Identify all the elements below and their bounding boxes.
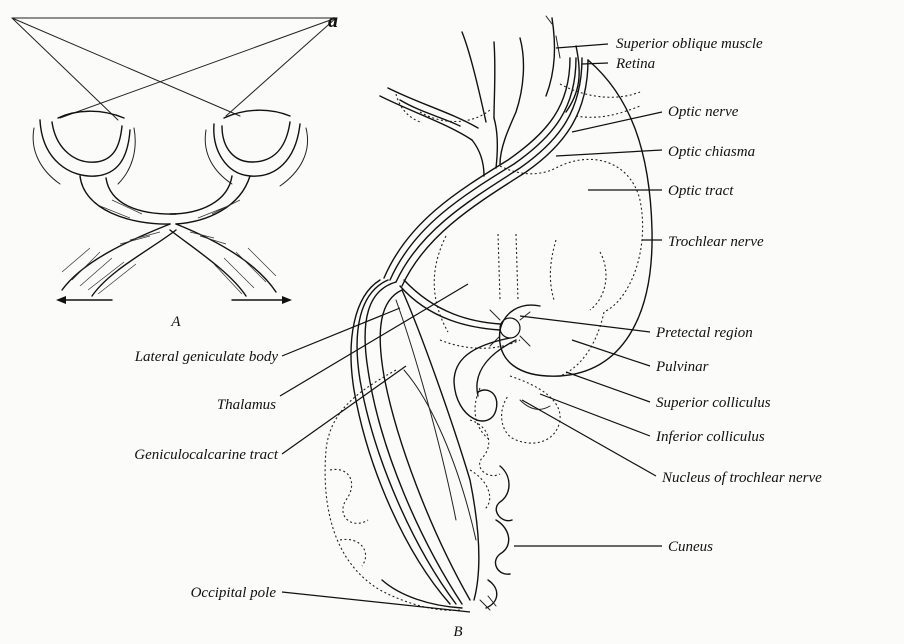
label-pulvinar: Pulvinar xyxy=(655,359,709,375)
leader-lines xyxy=(280,44,662,612)
labels-left: Lateral geniculate body Thalamus Genicul… xyxy=(134,349,279,601)
label-retina: Retina xyxy=(615,56,655,72)
label-superior-colliculus: Superior colliculus xyxy=(656,395,771,411)
label-occipital-pole: Occipital pole xyxy=(191,585,277,601)
right-eye xyxy=(205,110,307,186)
panel-a-label: A xyxy=(170,314,181,330)
label-pretectal-region: Pretectal region xyxy=(655,325,753,341)
panel-a: a xyxy=(12,10,338,330)
label-inferior-colliculus: Inferior colliculus xyxy=(655,429,765,445)
label-cuneus: Cuneus xyxy=(668,539,713,555)
light-rays xyxy=(12,18,336,120)
direction-arrows xyxy=(56,296,292,304)
point-a-label: a xyxy=(328,10,338,32)
label-geniculocalcarine-tract: Geniculocalcarine tract xyxy=(134,447,279,463)
label-nucleus-of-trochlear-nerve: Nucleus of trochlear nerve xyxy=(661,470,822,486)
label-optic-tract: Optic tract xyxy=(668,183,734,199)
brainstem-outline xyxy=(420,84,643,443)
chiasma-x xyxy=(62,176,276,296)
label-optic-chiasma: Optic chiasma xyxy=(668,144,755,160)
left-eye xyxy=(33,111,135,184)
label-lateral-geniculate-body: Lateral geniculate body xyxy=(134,349,279,365)
label-trochlear-nerve: Trochlear nerve xyxy=(668,234,764,250)
label-thalamus: Thalamus xyxy=(217,397,276,413)
optic-branches xyxy=(380,16,579,176)
label-optic-nerve: Optic nerve xyxy=(668,104,739,120)
geniculocalcarine-radiation xyxy=(351,280,479,604)
panel-b-label: B xyxy=(453,624,462,640)
label-superior-oblique-muscle: Superior oblique muscle xyxy=(616,36,763,52)
